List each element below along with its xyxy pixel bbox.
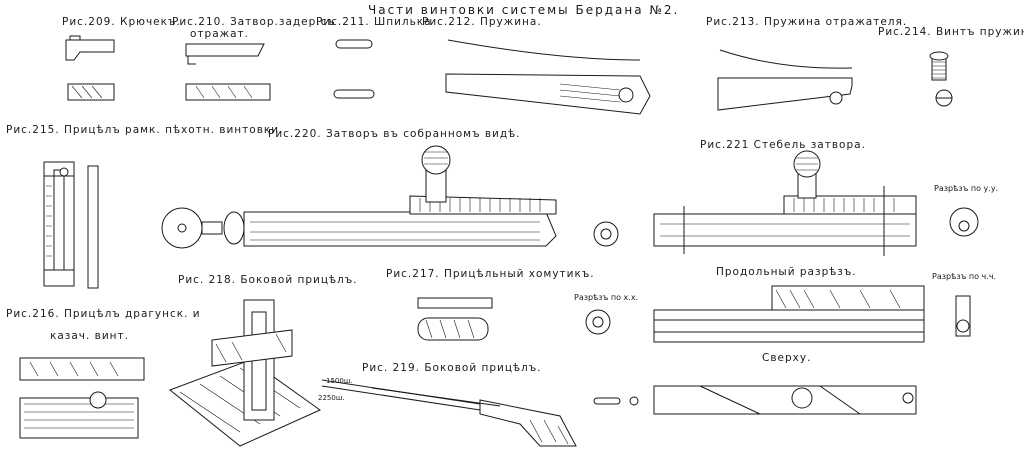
- fig-214-label: Рис.214. Винтъ пружинъ: [878, 26, 1024, 38]
- rifle-icon: [321, 379, 577, 447]
- longitudinal-section-label: Продольный разрѣзъ.: [716, 266, 857, 278]
- longitudinal-section-drawing: [585, 285, 971, 343]
- ejector-spring-drawing: [717, 49, 853, 111]
- range-2250-label: 2250ш.: [318, 394, 345, 402]
- fig-212-label: Рис.212. Пружина.: [422, 16, 542, 28]
- fig-216-label-line2: казач. винт.: [50, 330, 130, 342]
- bolt-assembly-icon: [161, 145, 557, 249]
- fig-218-label: Рис. 218. Боковой прицѣлъ.: [178, 274, 358, 286]
- section-xx-label: Разрѣзъ по х.х.: [574, 293, 639, 302]
- fig-220-label: Рис.220. Затворъ въ собранномъ видѣ.: [268, 128, 521, 140]
- section-yy-label: Разрѣзъ по у.у.: [934, 184, 999, 193]
- dragoon-sight-drawing: [19, 357, 145, 439]
- top-view-label: Сверху.: [762, 352, 812, 364]
- spring-drawing: [445, 39, 651, 115]
- range-1500-label: 1500ш.: [326, 377, 353, 385]
- side-sight-drawing: [169, 299, 321, 447]
- section-chch-label: Разрѣзъ по ч.ч.: [932, 272, 997, 281]
- bolt-body-drawing: [593, 150, 979, 256]
- fig-213-label: Рис.213. Пружина отражателя.: [706, 16, 908, 28]
- fig-217-label: Рис.217. Прицѣльный хомутикъ.: [386, 268, 595, 280]
- fig-216-label: Рис.216. Прицѣлъ драгунск. и: [6, 308, 201, 320]
- fig-221-label: Рис.221 Стебель затвора.: [700, 139, 866, 151]
- fig-211-label: Рис.211. Шпилька: [316, 16, 432, 28]
- sight-frame-icon: [43, 161, 99, 289]
- hook-drawing: [65, 35, 115, 101]
- sight-clamp-drawing: [417, 297, 493, 341]
- top-view-drawing: [593, 385, 917, 415]
- fig-215-label: Рис.215. Прицѣлъ рамк. пѣхотн. винтовки.: [6, 124, 284, 136]
- pin-drawing: [333, 39, 375, 99]
- screw-icon: [929, 51, 953, 107]
- bolt-stop-drawing: [185, 43, 271, 101]
- page-title: Части винтовки системы Бердана №2.: [368, 3, 680, 17]
- fig-210-label: Рис.210. Затвор.задер.съ: [172, 16, 336, 28]
- fig-210-label-line2: отражат.: [190, 28, 249, 40]
- fig-209-label: Рис.209. Крючекъ.: [62, 16, 181, 28]
- fig-219-label: Рис. 219. Боковой прицѣлъ.: [362, 362, 542, 374]
